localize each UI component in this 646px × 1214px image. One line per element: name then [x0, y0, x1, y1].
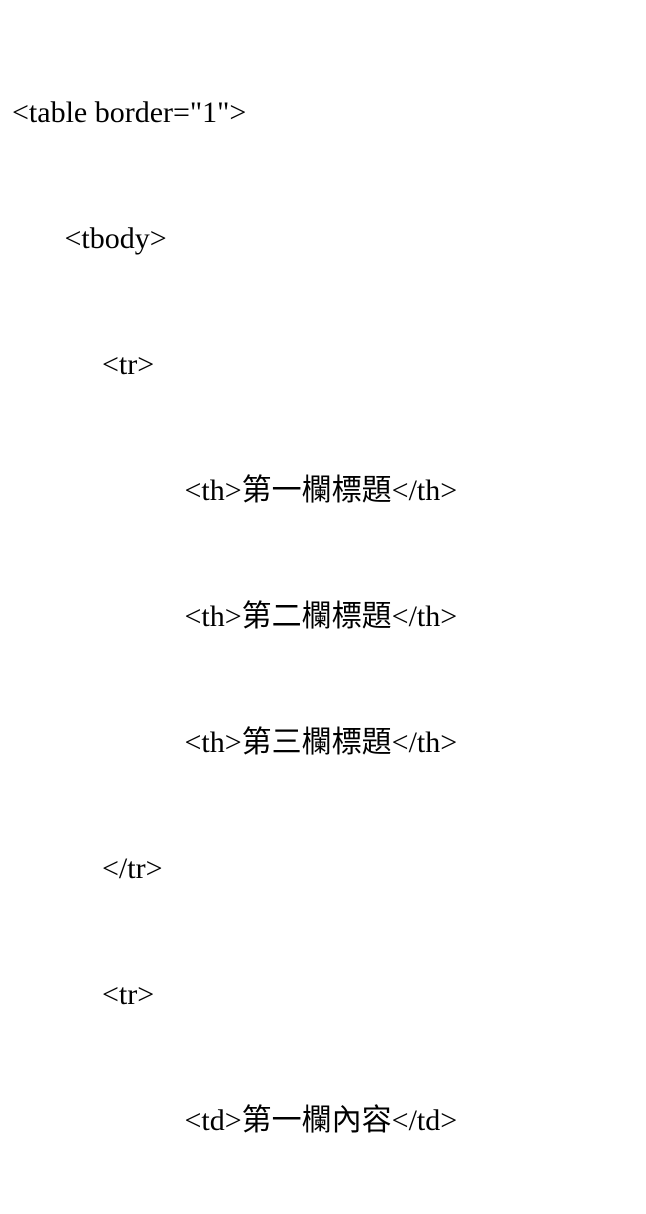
code-line: <th>第三欄標題</th>: [12, 726, 458, 759]
code-line: <th>第一欄標題</th>: [12, 474, 458, 507]
code-line: </tr>: [12, 852, 163, 885]
code-line: <tr>: [12, 978, 155, 1011]
code-line: <table border="1">: [12, 96, 247, 129]
code-line: <th>第二欄標題</th>: [12, 600, 458, 633]
code-line: <td>第一欄內容</td>: [12, 1104, 458, 1137]
code-line: <tbody>: [12, 222, 167, 255]
code-block: <table border="1"> <tbody> <tr> <th>第一欄標…: [12, 96, 458, 1137]
code-line: <tr>: [12, 348, 155, 381]
